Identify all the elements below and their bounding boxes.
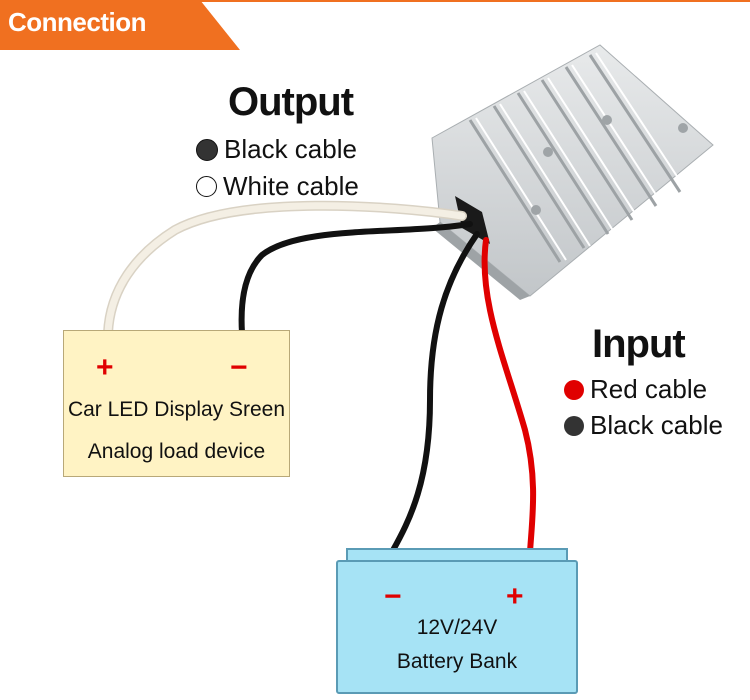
input-legend-black: Black cable [564, 410, 723, 441]
battery-minus-sign: − [384, 580, 402, 613]
black-input-cable [389, 231, 480, 555]
battery-label: Battery Bank [396, 650, 518, 673]
battery-voltage: 12V/24V [416, 616, 498, 639]
output-legend-white-label: White cable [223, 171, 359, 201]
red-input-cable [481, 237, 537, 555]
black-output-cable [238, 221, 473, 336]
load-minus-sign: − [230, 351, 248, 384]
white-output-cable [103, 200, 467, 338]
battery-plus-sign: + [506, 580, 524, 613]
section-title: Connection [8, 7, 147, 37]
load-device-name: Car LED Display Sreen [67, 398, 286, 421]
black-dot-icon [196, 138, 218, 161]
screw-icon [602, 115, 612, 125]
section-header-tab [0, 0, 240, 50]
input-legend-red-label: Red cable [590, 374, 708, 404]
output-legend-black-label: Black cable [224, 134, 357, 164]
load-plus-sign: + [96, 351, 114, 384]
input-heading: Input [592, 322, 686, 366]
screw-icon [678, 123, 688, 133]
black-dot-icon [564, 415, 584, 436]
output-legend-white: White cable [196, 171, 359, 202]
screw-icon [543, 147, 553, 157]
screw-icon [531, 205, 541, 215]
heatsink-fins [468, 52, 687, 263]
battery-bank: − + 12V/24V Battery Bank [336, 560, 578, 694]
white-dot-icon [196, 176, 217, 197]
input-legend-black-label: Black cable [590, 410, 723, 440]
red-dot-icon [564, 379, 584, 400]
output-legend-black: Black cable [196, 134, 357, 165]
output-heading: Output [228, 80, 354, 124]
input-legend-red: Red cable [564, 374, 707, 405]
cable-grommet [455, 196, 490, 244]
header-rule [0, 0, 750, 2]
load-device: + − Car LED Display Sreen Analog load de… [63, 330, 290, 477]
dc-converter [431, 44, 714, 300]
load-device-subtitle: Analog load device [87, 440, 266, 463]
